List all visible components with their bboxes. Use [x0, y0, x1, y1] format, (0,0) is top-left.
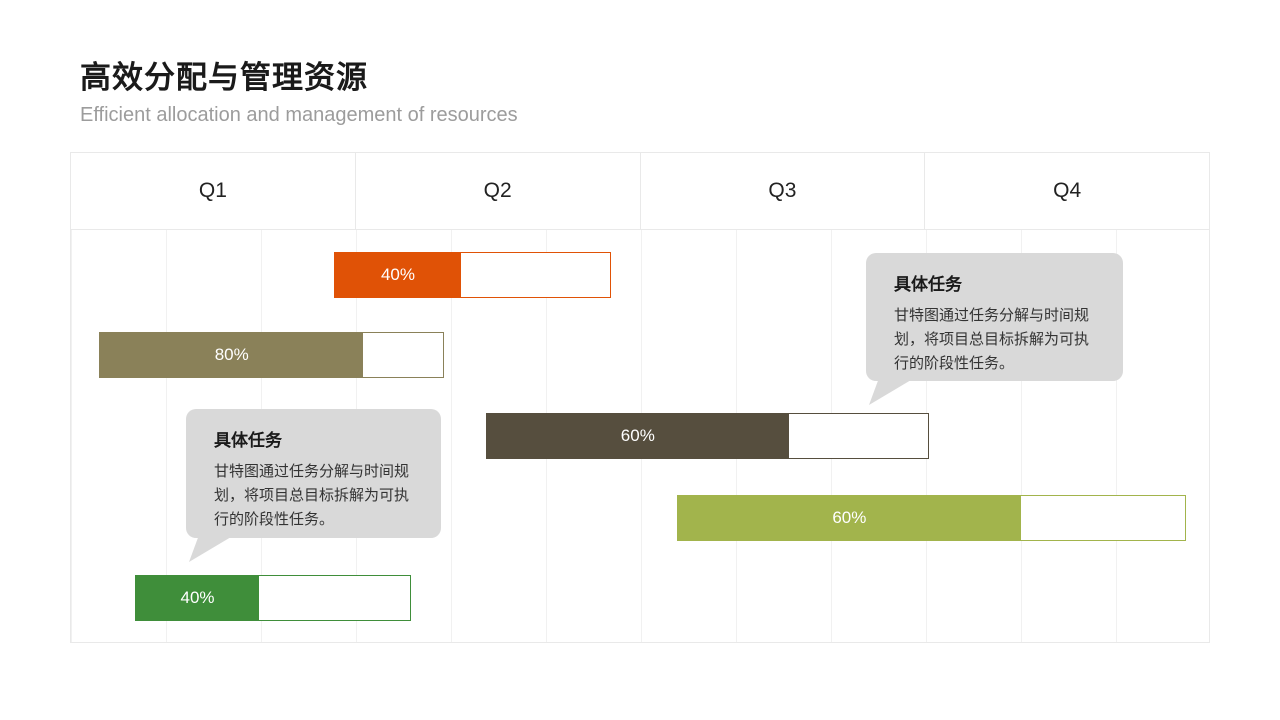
gantt-body: 40% 60% 60% 80% 40% 具体任务 甘特图通过任务分解与时间规划，将项目总… [70, 230, 1210, 643]
gantt-bar-label: 40% [180, 588, 215, 607]
page-title: 高效分配与管理资源 [80, 60, 368, 95]
gantt-bar-label: 80% [214, 345, 249, 364]
gantt-bar: 60% [486, 413, 929, 459]
callout-body-text: 甘特图通过任务分解与时间规划，将项目总目标拆解为可执行的阶段性任务。 [214, 463, 410, 528]
callout-body-text: 甘特图通过任务分解与时间规划，将项目总目标拆解为可执行的阶段性任务。 [894, 307, 1090, 372]
gantt-bar-fill: 40% [335, 253, 461, 297]
quarter-header-q3: Q3 [641, 153, 926, 229]
callout-bubble-right: 具体任务 甘特图通过任务分解与时间规划，将项目总目标拆解为可执行的阶段性任务。 [866, 253, 1123, 405]
gantt-chart: Q1 Q2 Q3 Q4 40% 60% 60% 80% 40% 具体任务 甘特图通过任务… [70, 152, 1210, 643]
gantt-bar: 80% [99, 332, 444, 378]
callout-title: 具体任务 [214, 431, 282, 450]
gantt-bar: 40% [135, 575, 411, 621]
gantt-bar-fill: 40% [136, 576, 260, 620]
gantt-bar-label: 60% [620, 426, 655, 445]
gantt-bar-label: 60% [832, 508, 867, 527]
gantt-bar: 40% [334, 252, 611, 298]
page-subtitle: Efficient allocation and management of r… [80, 104, 518, 126]
callout-tail-icon [189, 537, 231, 562]
quarter-label: Q1 [198, 179, 227, 202]
quarter-label: Q2 [483, 179, 512, 202]
quarter-header-q4: Q4 [925, 153, 1209, 229]
callout-tail-icon [869, 380, 911, 405]
gantt-quarter-header: Q1 Q2 Q3 Q4 [70, 152, 1210, 230]
gantt-bar-label: 40% [380, 265, 415, 284]
gantt-bar: 60% [677, 495, 1186, 541]
gantt-bar-fill: 60% [487, 414, 789, 458]
gantt-bar-fill: 60% [678, 496, 1021, 540]
quarter-header-q2: Q2 [356, 153, 641, 229]
quarter-header-q1: Q1 [71, 153, 356, 229]
callout-bubble-left: 具体任务 甘特图通过任务分解与时间规划，将项目总目标拆解为可执行的阶段性任务。 [186, 409, 441, 562]
gantt-bar-fill: 80% [100, 333, 364, 377]
quarter-label: Q4 [1053, 179, 1082, 202]
callout-title: 具体任务 [894, 275, 962, 294]
quarter-label: Q3 [768, 179, 797, 202]
